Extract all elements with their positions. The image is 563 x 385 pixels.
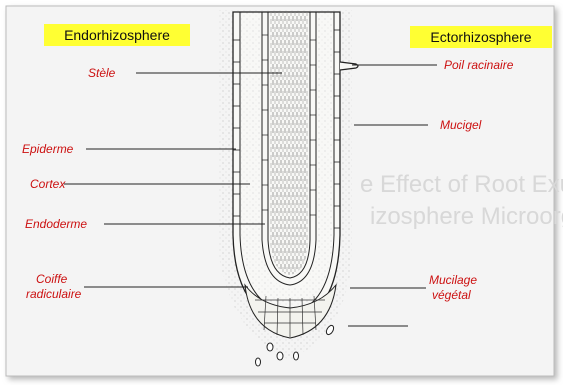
label-mucigel: Mucigel: [440, 118, 482, 132]
label-stele: Stèle: [88, 66, 116, 80]
label-epiderme: Epiderme: [22, 142, 74, 156]
label-mucilage-line2: végétal: [432, 288, 471, 302]
label-endoderme: Endoderme: [25, 217, 87, 231]
label-mucilage-line1: Mucilage: [429, 273, 477, 287]
watermark-line1: e Effect of Root Exudation on: [360, 171, 563, 198]
stele-tissue: [270, 12, 308, 275]
label-cortex: Cortex: [30, 177, 66, 191]
label-poil: Poil racinaire: [444, 58, 514, 72]
label-coiffe-line2: radiculaire: [26, 287, 82, 301]
watermark-line2: izosphere Microorganisms: [370, 203, 563, 230]
label-coiffe-line1: Coiffe: [36, 272, 68, 286]
ectorhizosphere-label: Ectorhizosphere: [430, 29, 531, 45]
endorhizosphere-label: Endorhizosphere: [64, 27, 170, 43]
